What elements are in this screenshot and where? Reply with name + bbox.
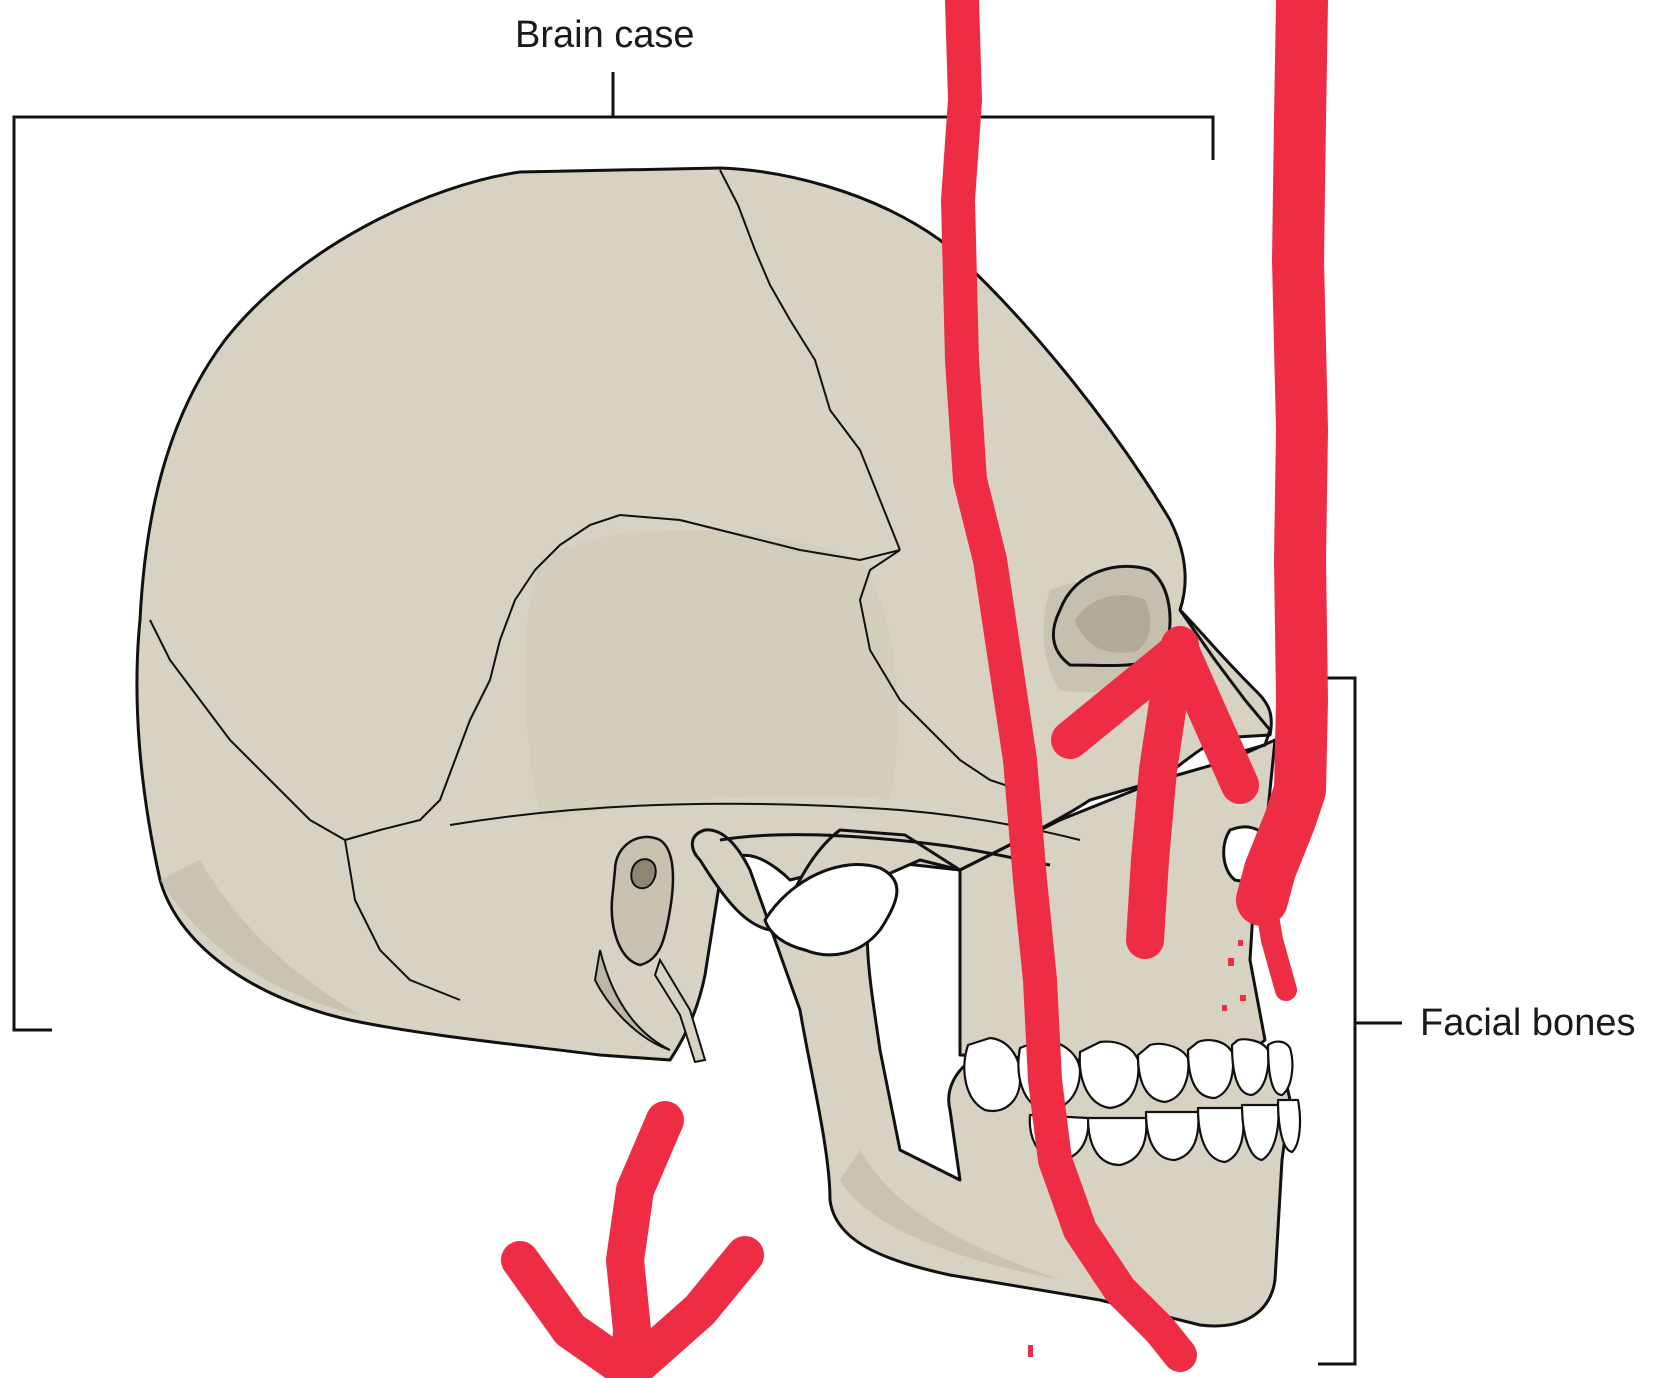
mastoid-process xyxy=(593,949,671,1051)
red-line-left-long xyxy=(941,0,1197,1372)
brain-case-label: Brain case xyxy=(515,14,695,56)
red-line-right-long xyxy=(1236,0,1328,926)
styloid-process xyxy=(653,957,707,1064)
facial-bones-label: Facial bones xyxy=(1420,1002,1636,1044)
brain-case-bracket xyxy=(12,72,1215,1032)
orbit-inner xyxy=(1075,595,1151,653)
ear-canal-hole xyxy=(630,858,657,890)
lower-teeth xyxy=(1028,1098,1302,1167)
mandibular-notch xyxy=(763,863,899,957)
red-arrow-up-head xyxy=(1051,631,1259,804)
red-arrow-down-head xyxy=(501,1236,764,1378)
red-line-right-taper xyxy=(1251,869,1297,1001)
external-acoustic-meatus xyxy=(610,835,675,967)
red-annotations xyxy=(501,0,1328,1378)
red-arrow-down-shaft xyxy=(606,1101,684,1378)
cranial-sutures xyxy=(149,169,1081,1001)
facial-bones-bracket xyxy=(1318,676,1402,1366)
red-specks xyxy=(1028,940,1246,1357)
nasal-bone xyxy=(1178,609,1272,757)
